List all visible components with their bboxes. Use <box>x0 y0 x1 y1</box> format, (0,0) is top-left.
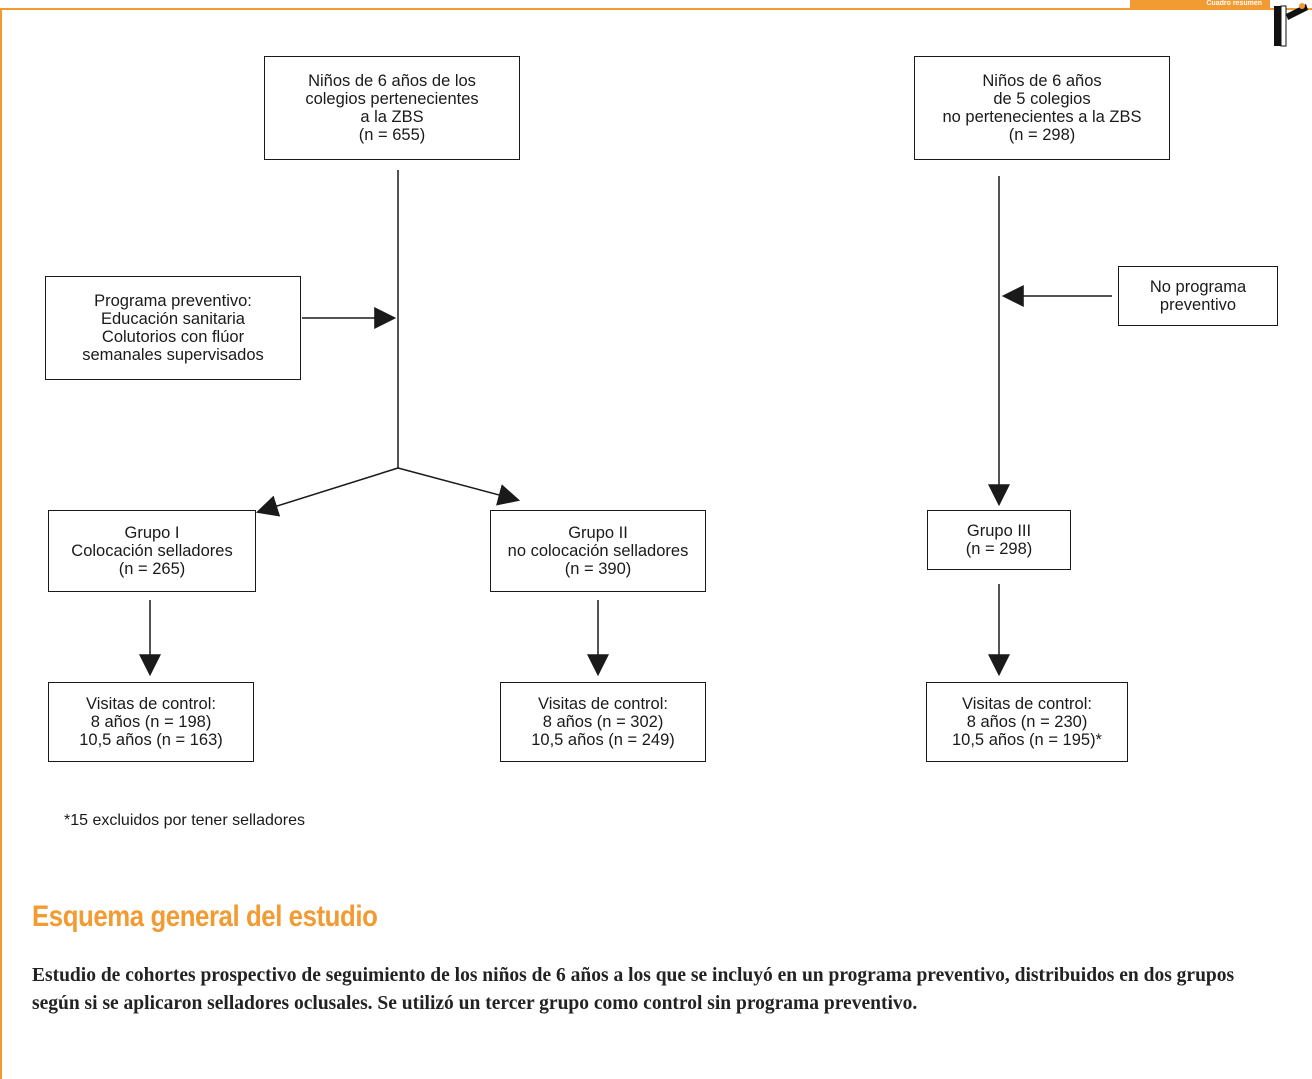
box-no-program: No programa preventivo <box>1118 266 1278 326</box>
box-group-1: Grupo I Colocación selladores (n = 265) <box>48 510 256 592</box>
footnote: *15 excluidos por tener selladores <box>64 812 306 829</box>
study-flowchart: Niños de 6 años de los colegios pertenec… <box>45 56 1278 762</box>
box-start-control: Niños de 6 años de 5 colegios no pertene… <box>914 56 1170 160</box>
person-figure-icon <box>1274 3 1308 47</box>
section-title: Esquema general del estudio <box>32 900 378 933</box>
arrow-to-group1 <box>255 467 399 517</box>
box-group-2: Grupo II no colocación selladores (n = 3… <box>490 510 706 592</box>
box-visits-3: Visitas de control: 8 años (n = 230) 10,… <box>926 682 1128 762</box>
flowchart-connectors <box>139 170 1112 677</box>
box-visits-1: Visitas de control: 8 años (n = 198) 10,… <box>48 682 254 762</box>
box-visits-2: Visitas de control: 8 años (n = 302) 10,… <box>500 682 706 762</box>
page-frame <box>0 8 1312 1079</box>
header-tag: Cuadro resumen <box>1130 0 1270 8</box>
study-summary: Estudio de cohortes prospectivo de segui… <box>32 965 1235 1014</box>
arrow-to-group2 <box>397 467 521 506</box>
box-start-zbs: Niños de 6 años de los colegios pertenec… <box>264 56 520 160</box>
box-preventive-program: Programa preventivo: Educación sanitaria… <box>45 276 301 380</box>
box-group-3: Grupo III (n = 298) <box>927 510 1071 570</box>
